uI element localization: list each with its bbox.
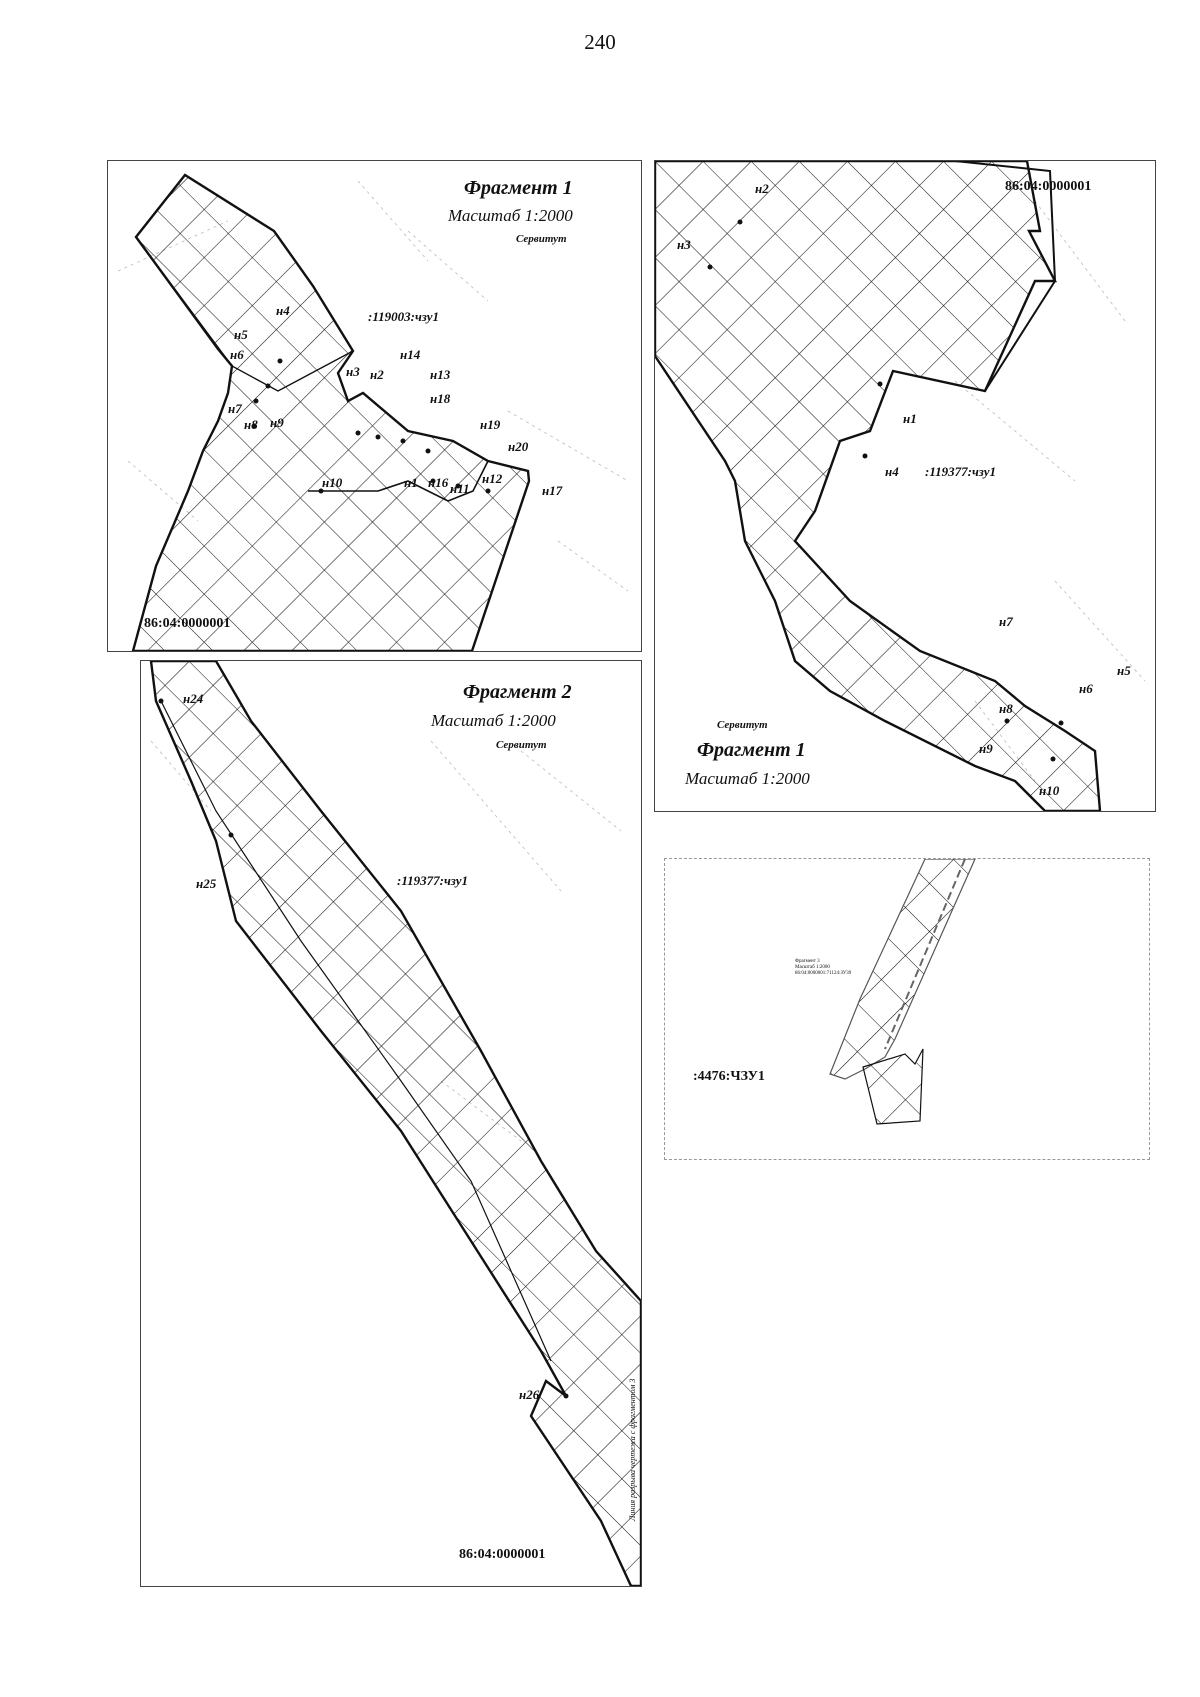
fragment-2-servitude: Сервитут	[496, 739, 547, 751]
map-fragment-1: Фрагмент 1 Масштаб 1:2000 Сервитут :1190…	[107, 160, 642, 652]
fragment-2-break-line-note: Линия разрыва чертежа с фрагментом 3	[628, 1378, 637, 1521]
tiny-line: 86:04:0000001:71124:ЗУ39	[795, 971, 852, 976]
point-label: н6	[1079, 681, 1093, 696]
fragment-1-parcel-label: :119003:чзу1	[368, 309, 440, 324]
fragment-1-alt-title: Фрагмент 1	[697, 739, 806, 761]
point-label: н13	[430, 367, 451, 382]
point-label: н8	[999, 701, 1013, 716]
fragment-3-tiny-legend: Фрагмент 3 Масштаб 1:2000 86:04:0000001:…	[795, 959, 851, 977]
point-label: н9	[979, 741, 993, 756]
point-label: н16	[428, 475, 449, 490]
point-label: н4	[885, 464, 899, 479]
point-label: н3	[677, 237, 691, 252]
point-label: н5	[234, 327, 248, 342]
point-label: н12	[482, 471, 503, 486]
fragment-1-map-drawing	[117, 173, 629, 651]
point-label: н2	[370, 367, 384, 382]
fragment-3-parcel-label: :4476:ЧЗУ1	[693, 1069, 765, 1084]
point-label: н5	[1117, 663, 1131, 678]
point-label: н10	[1039, 783, 1060, 798]
fragment-1-quarter-number: 86:04:0000001	[144, 616, 231, 631]
fragment-2-title: Фрагмент 2	[463, 681, 572, 703]
point-label: н7	[999, 614, 1013, 629]
point-label: н3	[346, 364, 360, 379]
point-label: н10	[322, 475, 343, 490]
page-number: 240	[584, 30, 616, 54]
point-label: н14	[400, 347, 421, 362]
point-label: н1	[903, 411, 917, 426]
fragment-1-servitude: Сервитут	[516, 233, 567, 245]
point-label: н18	[430, 391, 451, 406]
map-fragment-1-alt: 86:04:0000001 :119377:чзу1 Сервитут Фраг…	[654, 160, 1156, 812]
fragment-2-parcel-label: :119377:чзу1	[397, 873, 469, 888]
point-label: н8	[244, 417, 258, 432]
point-label: н11	[450, 481, 470, 496]
point-label: н20	[508, 439, 529, 454]
tiny-line: Фрагмент 3	[795, 959, 820, 964]
point-label: н19	[480, 417, 501, 432]
point-label: н2	[755, 181, 769, 196]
point-label: н6	[230, 347, 244, 362]
fragment-3-map-drawing	[829, 859, 976, 1125]
fragment-2-scale: Масштаб 1:2000	[431, 711, 556, 730]
fragment-1-alt-map-drawing	[655, 161, 1146, 811]
fragment-1-alt-parcel-label: :119377:чзу1	[925, 464, 997, 479]
fragment-1-title: Фрагмент 1	[464, 177, 573, 199]
point-label: н26	[519, 1387, 540, 1402]
point-label: н1	[404, 475, 418, 490]
fragment-1-alt-quarter-number: 86:04:0000001	[1005, 179, 1092, 194]
map-fragment-2: Фрагмент 2 Масштаб 1:2000 Сервитут :1193…	[140, 660, 642, 1587]
point-label: н17	[542, 483, 563, 498]
point-label: н24	[183, 691, 204, 706]
map-fragment-3-overview: Фрагмент 3 Масштаб 1:2000 86:04:0000001:…	[664, 858, 1150, 1160]
fragment-1-scale: Масштаб 1:2000	[448, 206, 573, 225]
fragment-1-alt-servitude: Сервитут	[717, 719, 768, 731]
tiny-line: Масштаб 1:2000	[795, 965, 830, 970]
point-label: н7	[228, 401, 242, 416]
point-label: н25	[196, 876, 217, 891]
point-label: н9	[270, 415, 284, 430]
point-label: н4	[276, 303, 290, 318]
fragment-1-alt-scale: Масштаб 1:2000	[685, 769, 810, 788]
fragment-2-map-drawing	[149, 661, 641, 1586]
fragment-2-quarter-number: 86:04:0000001	[459, 1547, 546, 1562]
